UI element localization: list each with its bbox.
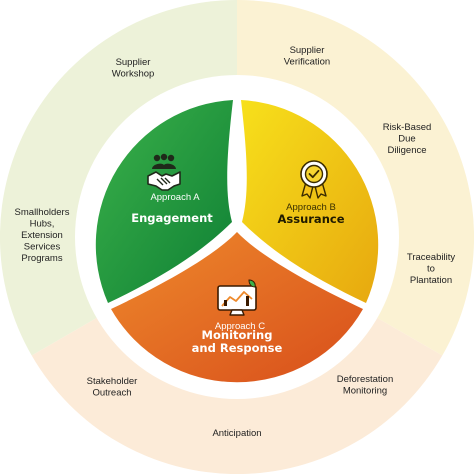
monitor-chart-icon [217,279,257,316]
approach-a-label: Approach A [150,192,200,203]
outer-label-line: Anticipation [212,428,261,439]
approach-b-text: Approach B Assurance [277,202,344,226]
outer-label-line: Outreach [92,388,131,399]
approach-title-line: Engagement [131,211,213,225]
outer-label-line: Hubs, [30,219,55,230]
outer-label-line: Verification [284,57,330,68]
handshake-icon [147,153,181,191]
outer-label-line: Supplier [116,57,151,68]
outer-label-line: Monitoring [343,386,387,397]
outer-label-line: Workshop [112,69,155,80]
outer-label-line: Extension [21,230,63,241]
outer-label-line: Plantation [410,275,452,286]
approach-title-line: and Response [192,341,283,355]
outer-label-line: to [427,264,435,275]
outer-label-line: Traceability [407,252,455,263]
outer-label-line: Deforestation [337,374,394,385]
outer-label-line: Risk-Based [383,122,432,133]
approach-c-label: Approach C [215,321,265,332]
outer-label-line: Programs [21,253,62,264]
approach-title-line: Assurance [277,212,344,226]
segment-approach-a[interactable] [95,100,233,303]
outer-label-anticipation: Anticipation [212,428,261,439]
outer-label-line: Due [398,134,415,145]
approach-a-title: Engagement [131,211,213,225]
outer-label-line: Smallholders [15,207,70,218]
approach-title-line: Monitoring [202,328,273,342]
outer-label-line: Services [24,242,61,253]
segment-approach-b[interactable] [241,100,379,303]
approach-b-label: Approach B [286,202,336,213]
approach-a-text: Approach A Engagement [131,192,213,225]
outer-label-line: Diligence [387,145,426,156]
approach-b-title: Assurance [277,212,344,226]
outer-label-line: Supplier [290,45,325,56]
outer-label-line: Stakeholder [87,376,138,387]
award-badge-icon [300,160,328,199]
